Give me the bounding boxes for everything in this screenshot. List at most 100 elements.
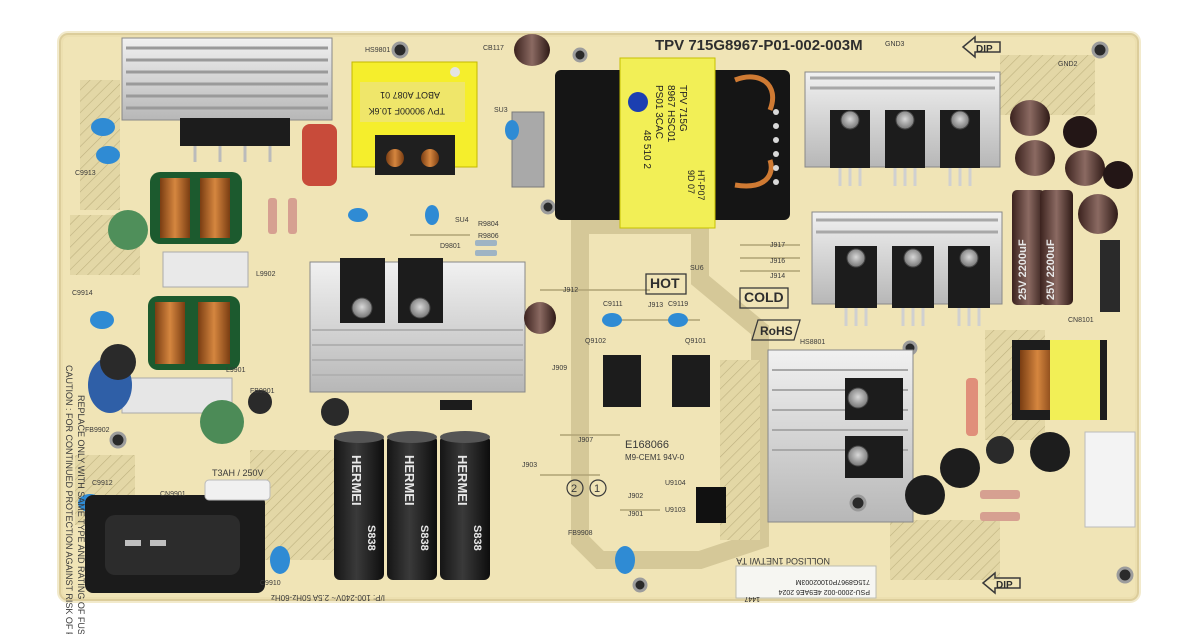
- small-electrolytic-caps: [100, 34, 1133, 515]
- designator: L9901: [226, 367, 246, 374]
- dip-arrow-top: DIP: [961, 35, 1001, 59]
- designator: J901: [628, 511, 643, 518]
- output-cap-2-rating: 25V 2200uF: [1045, 239, 1057, 300]
- transformer-right-line1: HT-P07: [696, 170, 706, 201]
- transformer-main-line2: 8967 HSC01: [665, 85, 676, 143]
- sticker-line1: 715G8967P01002003M: [795, 578, 870, 585]
- resistors: [268, 198, 1020, 521]
- x-capacitor-1: [162, 251, 249, 288]
- hot-label: HOT: [650, 275, 680, 291]
- fuse-rating: T3AH / 250V: [212, 468, 264, 478]
- designator: SU6: [690, 265, 704, 272]
- ceramic-caps: [78, 118, 688, 574]
- designator: HS8801: [800, 339, 825, 346]
- designator: J913: [648, 302, 663, 309]
- secondary-heatsink-middle: [811, 211, 1003, 326]
- cold-label: COLD: [744, 289, 784, 305]
- hatched-zones: [70, 55, 1095, 580]
- circle-label-1: 2: [571, 483, 577, 495]
- transformer-right-line2: 9D 07: [686, 170, 696, 194]
- designator: CN8101: [1068, 317, 1094, 324]
- designator: GND2: [1058, 61, 1078, 68]
- designator: R9806: [478, 233, 499, 240]
- designator: J917: [770, 242, 785, 249]
- input-rating: I/P: 100-240V~ 2.5A 50Hz-60Hz: [271, 593, 385, 602]
- filter-cap-2-brand: HERMEI: [402, 455, 417, 506]
- designator: C9119: [668, 301, 688, 308]
- designator: FB9908: [568, 530, 593, 537]
- assembly-circles: 2 1: [566, 479, 607, 497]
- sticker-line2: PSU-2000-002 4E9AE6 2024: [778, 588, 870, 595]
- designator: Q9101: [685, 338, 706, 345]
- designator: U9104: [665, 480, 686, 487]
- transformer-main-line1: TPV 715G: [677, 85, 688, 132]
- rohs-badge: RoHS: [751, 319, 801, 341]
- pin-header: [1100, 240, 1120, 312]
- circle-label-2: 1: [594, 483, 600, 495]
- orientation-text: NOLLISOd 1NETWI TA: [736, 556, 830, 566]
- dip-top-label: DIP: [976, 44, 993, 55]
- output-connector: [1084, 431, 1136, 528]
- led-driver-heatsink: [767, 349, 914, 523]
- common-mode-choke-2: [148, 296, 240, 370]
- transformer-top-line1: ABOT A087 01: [380, 90, 440, 100]
- transformer-main-line3: PS01 3CAC: [653, 85, 664, 139]
- common-mode-choke-1: [150, 172, 242, 244]
- flyback-inductor: [1012, 340, 1107, 420]
- filter-cap-3-brand: HERMEI: [455, 455, 470, 506]
- small-ics: [440, 355, 726, 523]
- dip-bottom-label: DIP: [996, 580, 1013, 591]
- output-capacitor-bank: 25V 2200uF 25V 2200uF: [1012, 190, 1073, 305]
- designator: CB117: [483, 45, 504, 52]
- designator: J912: [563, 287, 578, 294]
- designator: HS9801: [365, 47, 390, 54]
- board-part-number: TPV 715G8967-P01-002-003M: [655, 37, 863, 54]
- main-transformer: TPV 715G 8967 HSC01 PS01 3CAC 48 510 2 H…: [555, 57, 790, 229]
- designator: L9902: [256, 271, 276, 278]
- designator: U9103: [665, 507, 686, 514]
- designator: SU4: [455, 217, 469, 224]
- transformer-top-line2: TPV 90000F 10.6K: [368, 106, 445, 116]
- thermistor-2: [200, 400, 244, 444]
- bulk-capacitor-bank: HERMEI S838 HERMEI S838 HERMEI S838: [334, 431, 490, 580]
- reference-designators: HS9801 CB117 GND2 J917 J916 J914 J912 J9…: [72, 41, 1094, 587]
- cert-sub: M9-CEM1 94V-0: [625, 453, 685, 462]
- film-capacitor: [302, 124, 337, 186]
- caution-line2: REPLACE ONLY WITH SAME TYPE AND RATING O…: [76, 395, 86, 634]
- sticker-line3: 1447: [744, 595, 760, 602]
- filter-cap-3-code: S838: [471, 525, 483, 551]
- product-sticker: 715G8967P01002003M PSU-2000-002 4E9AE6 2…: [735, 565, 877, 602]
- designator: CN9901: [160, 491, 186, 498]
- designator: GND3: [885, 41, 905, 48]
- output-cap-1-rating: 25V 2200uF: [1017, 239, 1029, 300]
- designator: SU3: [494, 107, 508, 114]
- fuse: [204, 479, 271, 501]
- rohs-label: RoHS: [760, 324, 793, 338]
- thermistor-1: [108, 210, 148, 250]
- filter-cap-2-code: S838: [418, 525, 430, 551]
- designator: J903: [522, 462, 537, 469]
- designator: FB9902: [85, 427, 110, 434]
- primary-heatsink: [121, 37, 333, 162]
- mounting-holes: [109, 41, 1134, 593]
- cert-code: E168066: [625, 439, 669, 451]
- pfc-heatsink: [309, 258, 526, 393]
- designator: J916: [770, 258, 785, 265]
- designator: C9914: [72, 290, 93, 297]
- secondary-heatsink-top: [804, 71, 1001, 186]
- dip-arrow-bottom: DIP: [981, 571, 1021, 595]
- designator: J909: [552, 365, 567, 372]
- transformer-main-line4: 48 510 2: [641, 130, 652, 169]
- filter-cap-1-code: S838: [365, 525, 377, 551]
- designator: J914: [770, 273, 785, 280]
- designator: C9912: [92, 480, 113, 487]
- designator: Q9102: [585, 338, 606, 345]
- designator: R9804: [478, 221, 499, 228]
- designator: C9910: [260, 580, 281, 587]
- designator: J902: [628, 493, 643, 500]
- standby-transformer: ABOT A087 01 TPV 90000F 10.6K: [351, 61, 478, 175]
- designator: C9913: [75, 170, 96, 177]
- designator: C9111: [603, 301, 623, 308]
- designator: FB9901: [250, 388, 275, 395]
